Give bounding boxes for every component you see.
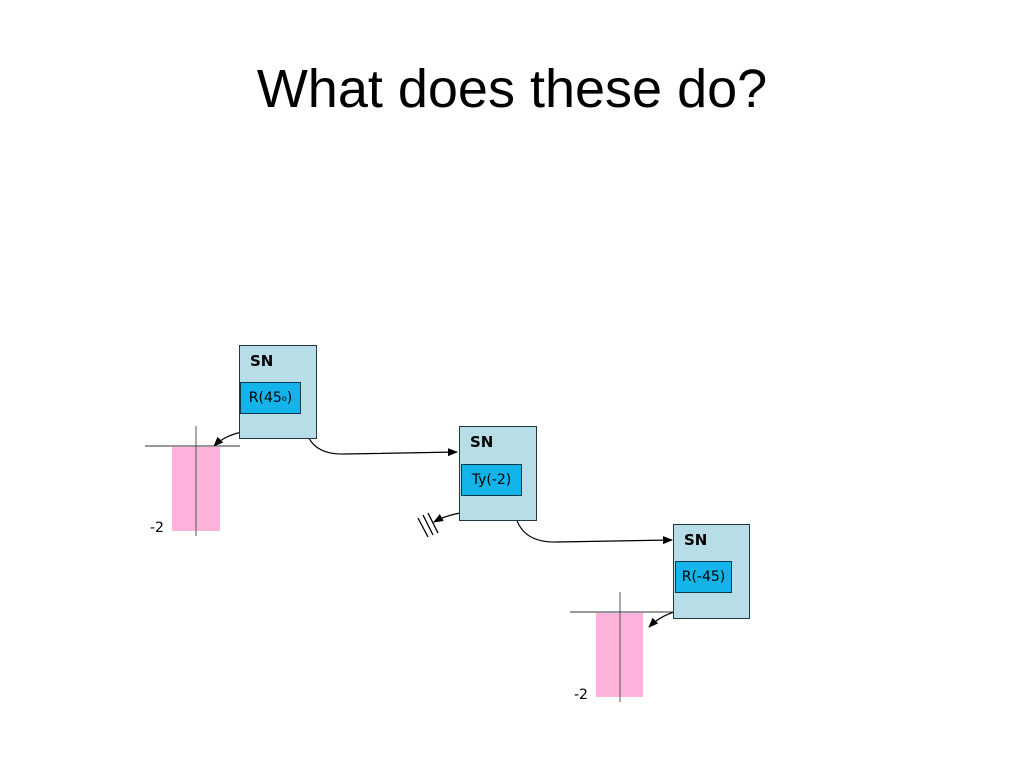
axis-label-1: -2: [150, 520, 164, 536]
node-label: SN: [684, 531, 708, 549]
op-suffix: ): [286, 390, 293, 406]
scene-node-2: SN Ty(-2): [459, 426, 537, 521]
translate-op-box: Ty(-2): [461, 464, 522, 496]
op-text: R(45: [248, 390, 282, 406]
scene-node-3: SN R(-45): [673, 524, 750, 619]
slide-title: What does these do?: [256, 59, 768, 119]
ground-symbol-icon: [417, 512, 439, 538]
axis-label-2: -2: [574, 687, 588, 703]
edge-node2-to-node3: [515, 517, 673, 545]
degree-mark: o: [281, 393, 287, 403]
node-label: SN: [250, 352, 274, 370]
node-label: SN: [470, 433, 494, 451]
rotate-op-box: R(-45): [675, 561, 732, 593]
